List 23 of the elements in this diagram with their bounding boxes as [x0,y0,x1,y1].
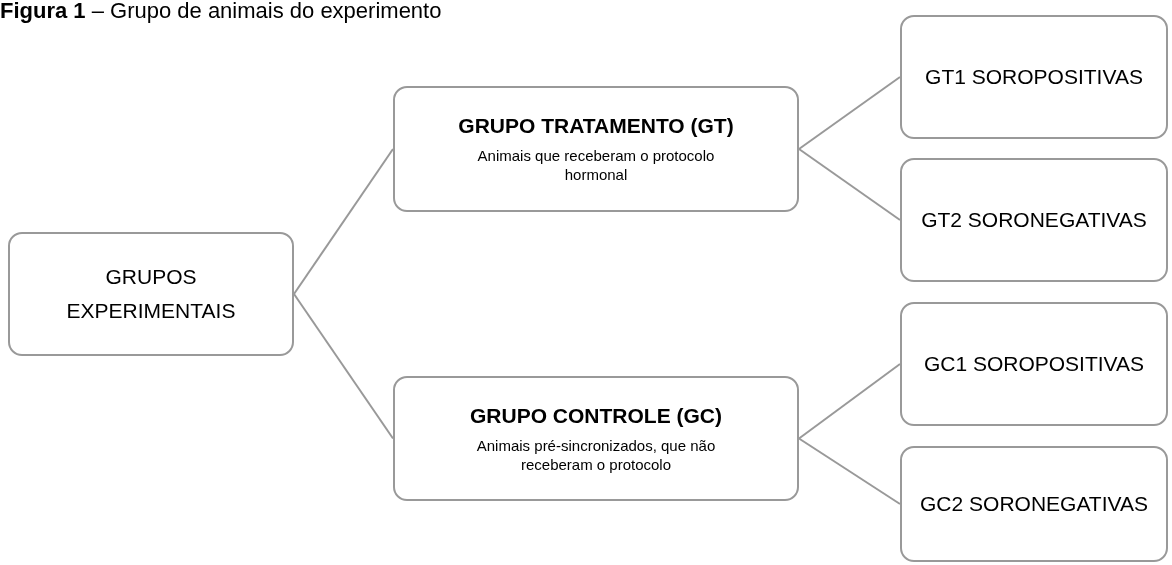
group-label: GT2 SORONEGATIVAS [921,207,1147,234]
group-heading: GRUPO TRATAMENTO (GT) [458,113,734,140]
figure-title: Figura 1 – Grupo de animais do experimento [0,0,442,25]
connector-line [293,148,394,295]
group-label: GC1 SOROPOSITIVAS [923,351,1145,378]
group-box [900,158,1168,282]
group-box [900,15,1168,139]
group-label: GT1 SOROPOSITIVAS [925,64,1143,91]
group-description: Animais pré-sincronizados, que não receberam o protocolo [475,436,717,475]
group-label: GRUPOS EXPERIMENTAIS [65,264,237,324]
connector-line [798,363,901,440]
connector-line [798,76,901,150]
group-box [393,86,799,212]
group-box [8,232,294,356]
group-label: GC2 SORONEGATIVAS [920,491,1148,518]
group-box [900,446,1168,562]
group-box [900,302,1168,426]
connector-line [798,148,901,221]
connector-line [798,437,901,505]
group-heading: GRUPO CONTROLE (GC) [470,402,722,429]
group-box [393,376,799,501]
group-description: Animais que receberam o protocolo hormonal [476,147,716,185]
connector-line [293,293,394,440]
